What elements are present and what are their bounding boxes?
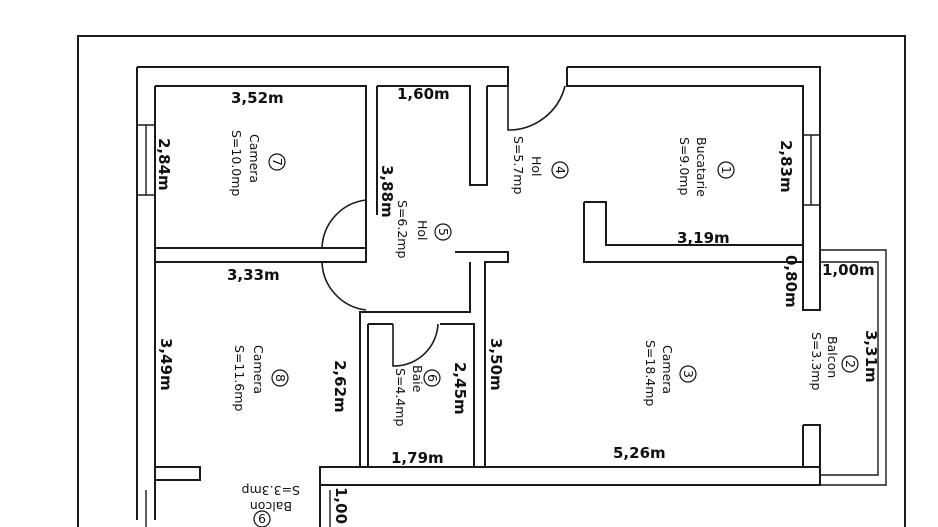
room-name: Camera — [247, 134, 262, 183]
room-area: S=11.6mp — [232, 345, 247, 411]
room-number-circle — [717, 161, 735, 179]
room-number: 2 — [843, 360, 858, 368]
room-number-circle — [551, 161, 569, 179]
dim-2-84: 2,84m — [155, 138, 173, 191]
dim-3-52: 3,52m — [231, 89, 284, 107]
dim-2-62: 2,62m — [331, 360, 349, 413]
room-name: Camera — [251, 345, 266, 394]
room-number-circle — [841, 355, 859, 373]
room-number: 5 — [436, 228, 451, 236]
room-label-hol-5: 5 Hol S=6.2mp — [395, 200, 452, 258]
room-label-balcon-9: 9 Balcon S=3.3mp — [242, 483, 300, 527]
wall-baie — [367, 323, 475, 467]
wall-top-left — [136, 66, 509, 520]
room-number-circle — [423, 369, 441, 387]
dim-2-83: 2,83m — [777, 140, 795, 193]
wall-top-left-inner — [155, 85, 367, 249]
room-number-circle — [679, 365, 697, 383]
room-area: S=5.7mp — [511, 136, 526, 194]
room-area: S=4.4mp — [393, 368, 408, 426]
door-baie — [392, 323, 439, 367]
wall-hol-right — [359, 251, 509, 467]
door-camera-7 — [321, 199, 367, 249]
room-area: S=6.2mp — [395, 200, 410, 258]
wall-camera-3-right — [802, 424, 821, 467]
dim-3-33: 3,33m — [227, 266, 280, 284]
room-number: 3 — [681, 370, 696, 378]
room-number: 9 — [258, 511, 266, 526]
room-area: S=3.3mp — [809, 332, 824, 390]
door-camera-8 — [321, 261, 367, 311]
wall-camera-7-8 — [155, 248, 367, 263]
room-label-camera-3: 3 Camera S=18.4mp — [643, 340, 697, 406]
room-label-bucatarie: 1 Bucatarie S=9.0mp — [677, 137, 735, 197]
room-number: 4 — [553, 166, 568, 174]
room-number: 1 — [719, 166, 734, 174]
room-label-baie: 6 Baie S=4.4mp — [393, 365, 441, 426]
room-name: Baie — [410, 365, 425, 393]
dim-2-45: 2,45m — [451, 362, 469, 415]
room-name: Bucatarie — [694, 137, 709, 197]
drawing-frame — [77, 35, 906, 527]
dim-3-88: 3,88m — [378, 165, 396, 218]
room-number: 8 — [273, 374, 288, 382]
room-number-circle — [434, 223, 452, 241]
room-label-balcon-2: 2 Balcon S=3.3mp — [809, 332, 859, 390]
dim-1-79: 1,79m — [391, 449, 444, 467]
dim-5-26: 5,26m — [613, 444, 666, 462]
room-name: Hol — [529, 156, 544, 177]
balcon-9-outline — [145, 490, 331, 527]
dim-3-19: 3,19m — [677, 229, 730, 247]
dim-1-60: 1,60m — [397, 85, 450, 103]
dim-3-49: 3,49m — [157, 338, 175, 391]
dim-1-00-bottom: 1,00 — [332, 487, 350, 524]
room-area: S=3.3mp — [242, 483, 300, 498]
room-name: Balcon — [825, 336, 840, 378]
dim-1-00-balcon: 1,00m — [822, 261, 875, 279]
dim-0-80: 0,80m — [782, 255, 800, 308]
wall-camera-8-right — [319, 466, 360, 527]
room-name: Balcon — [250, 499, 292, 514]
room-number: 7 — [270, 158, 285, 166]
room-label-camera-8: 8 Camera S=11.6mp — [232, 345, 289, 411]
door-entrance — [507, 85, 566, 131]
window-kitchen — [803, 134, 820, 206]
room-name: Hol — [415, 220, 430, 241]
dim-3-50: 3,50m — [487, 338, 505, 391]
wall-bottom — [320, 466, 821, 486]
room-number: 6 — [425, 374, 440, 382]
dimensions: 3,52m 1,60m 2,84m 3,88m 2,83m 3,19m 3,33… — [155, 85, 880, 524]
room-area: S=10.0mp — [229, 130, 244, 196]
room-label-camera-7: 7 Camera S=10.0mp — [229, 130, 286, 196]
doors — [321, 85, 566, 367]
room-area: S=9.0mp — [677, 137, 692, 195]
window-camera-7 — [137, 124, 155, 196]
wall-kitchen-bottom — [583, 201, 804, 263]
wall-hol-top — [376, 85, 488, 215]
room-label-hol-4: 4 Hol S=5.7mp — [511, 136, 569, 194]
room-name: Camera — [660, 345, 675, 394]
wall-top-right — [566, 66, 821, 311]
balcon-2-outline — [820, 249, 887, 486]
room-number-circle — [253, 510, 271, 527]
dim-3-31: 3,31m — [862, 330, 880, 383]
room-area: S=18.4mp — [643, 340, 658, 406]
room-number-circle — [271, 369, 289, 387]
room-number-circle — [268, 153, 286, 171]
walls — [136, 66, 887, 527]
wall-camera-8-bottom — [155, 466, 201, 481]
